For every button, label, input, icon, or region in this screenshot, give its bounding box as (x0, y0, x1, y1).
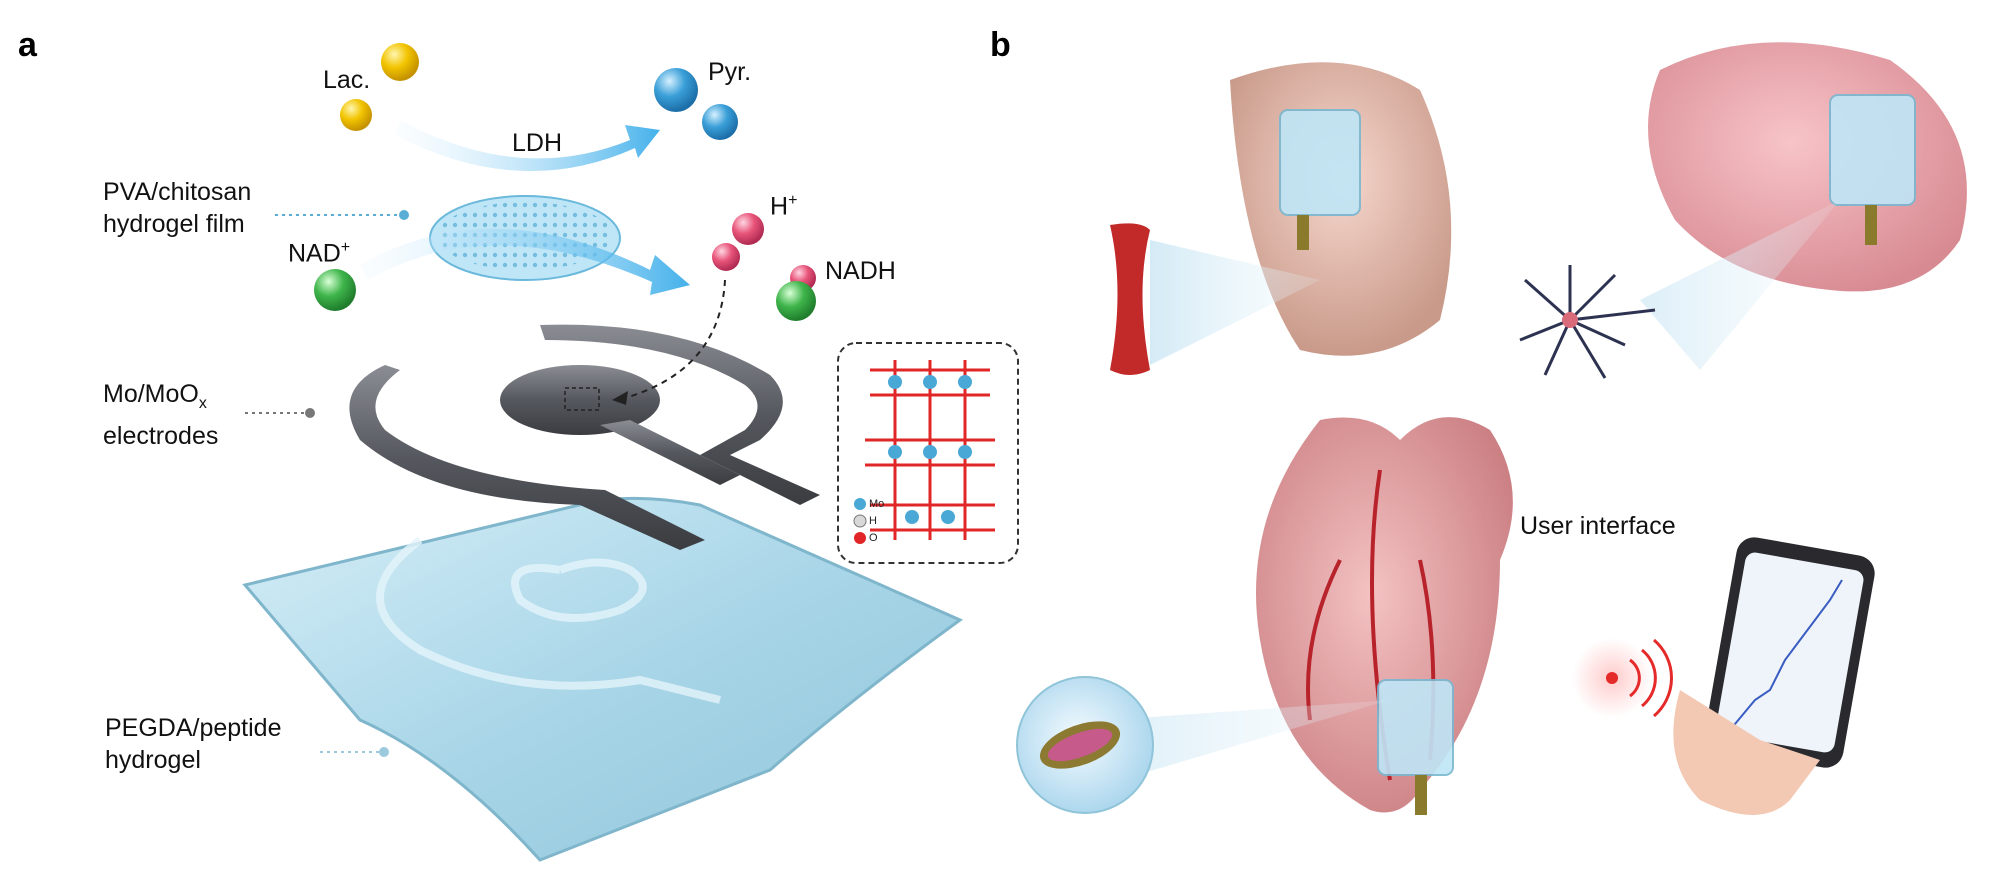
panel-a-letter: a (18, 26, 37, 64)
film-label: PVA/chitosan hydrogel film (103, 178, 252, 238)
proton-to-electrode-arrow (624, 279, 726, 399)
nad-nadh-arrow (360, 228, 690, 295)
mo-legend-swatch (854, 498, 866, 510)
nad-label: NAD+ (288, 239, 351, 268)
user-interface-label: User interface (1520, 512, 1676, 540)
hydrogel-electrode-imprint (376, 536, 721, 704)
lactate-molecule (381, 43, 419, 81)
muscle-implant-patch (1279, 109, 1361, 216)
moox-lattice (865, 360, 995, 540)
proton-molecule (712, 243, 740, 271)
neuron-illustration (1519, 265, 1656, 379)
blood-vessel (1110, 223, 1150, 375)
panel-b (1016, 42, 1967, 815)
lattice-legend: Mo H O (869, 498, 885, 544)
nad-molecule (314, 269, 356, 311)
brain-illustration (1648, 42, 1967, 292)
panel-b-letter: b (990, 26, 1011, 64)
pyruvate-label: Pyr. (708, 58, 752, 86)
heart-implant-patch (1377, 679, 1454, 776)
hand-illustration (1673, 690, 1820, 815)
mo-moox-electrodes (349, 324, 820, 550)
panel-a (242, 43, 1019, 862)
proton-label: H+ (770, 192, 798, 221)
lactate-molecule (340, 99, 372, 131)
brain-implant-patch (1829, 94, 1916, 206)
pyruvate-molecule (702, 104, 738, 140)
h-legend-swatch (853, 514, 867, 528)
electrode-label: Mo/MoOx electrodes (103, 380, 219, 450)
pyruvate-molecule (654, 68, 698, 112)
ldh-label: LDH (512, 129, 563, 157)
proton-molecule (732, 213, 764, 245)
wireless-signal-icon (1606, 672, 1618, 684)
o-legend-swatch (854, 532, 866, 544)
lactate-pyruvate-arrow (395, 120, 660, 172)
substrate-label: PEGDA/peptide hydrogel (105, 714, 282, 774)
lactate-label: Lac. (323, 66, 371, 94)
nadh-molecule (776, 281, 816, 321)
pegda-hydrogel-substrate (242, 496, 963, 862)
phone-signal-trace (1729, 579, 1843, 731)
nadh-label: NADH (825, 257, 896, 285)
